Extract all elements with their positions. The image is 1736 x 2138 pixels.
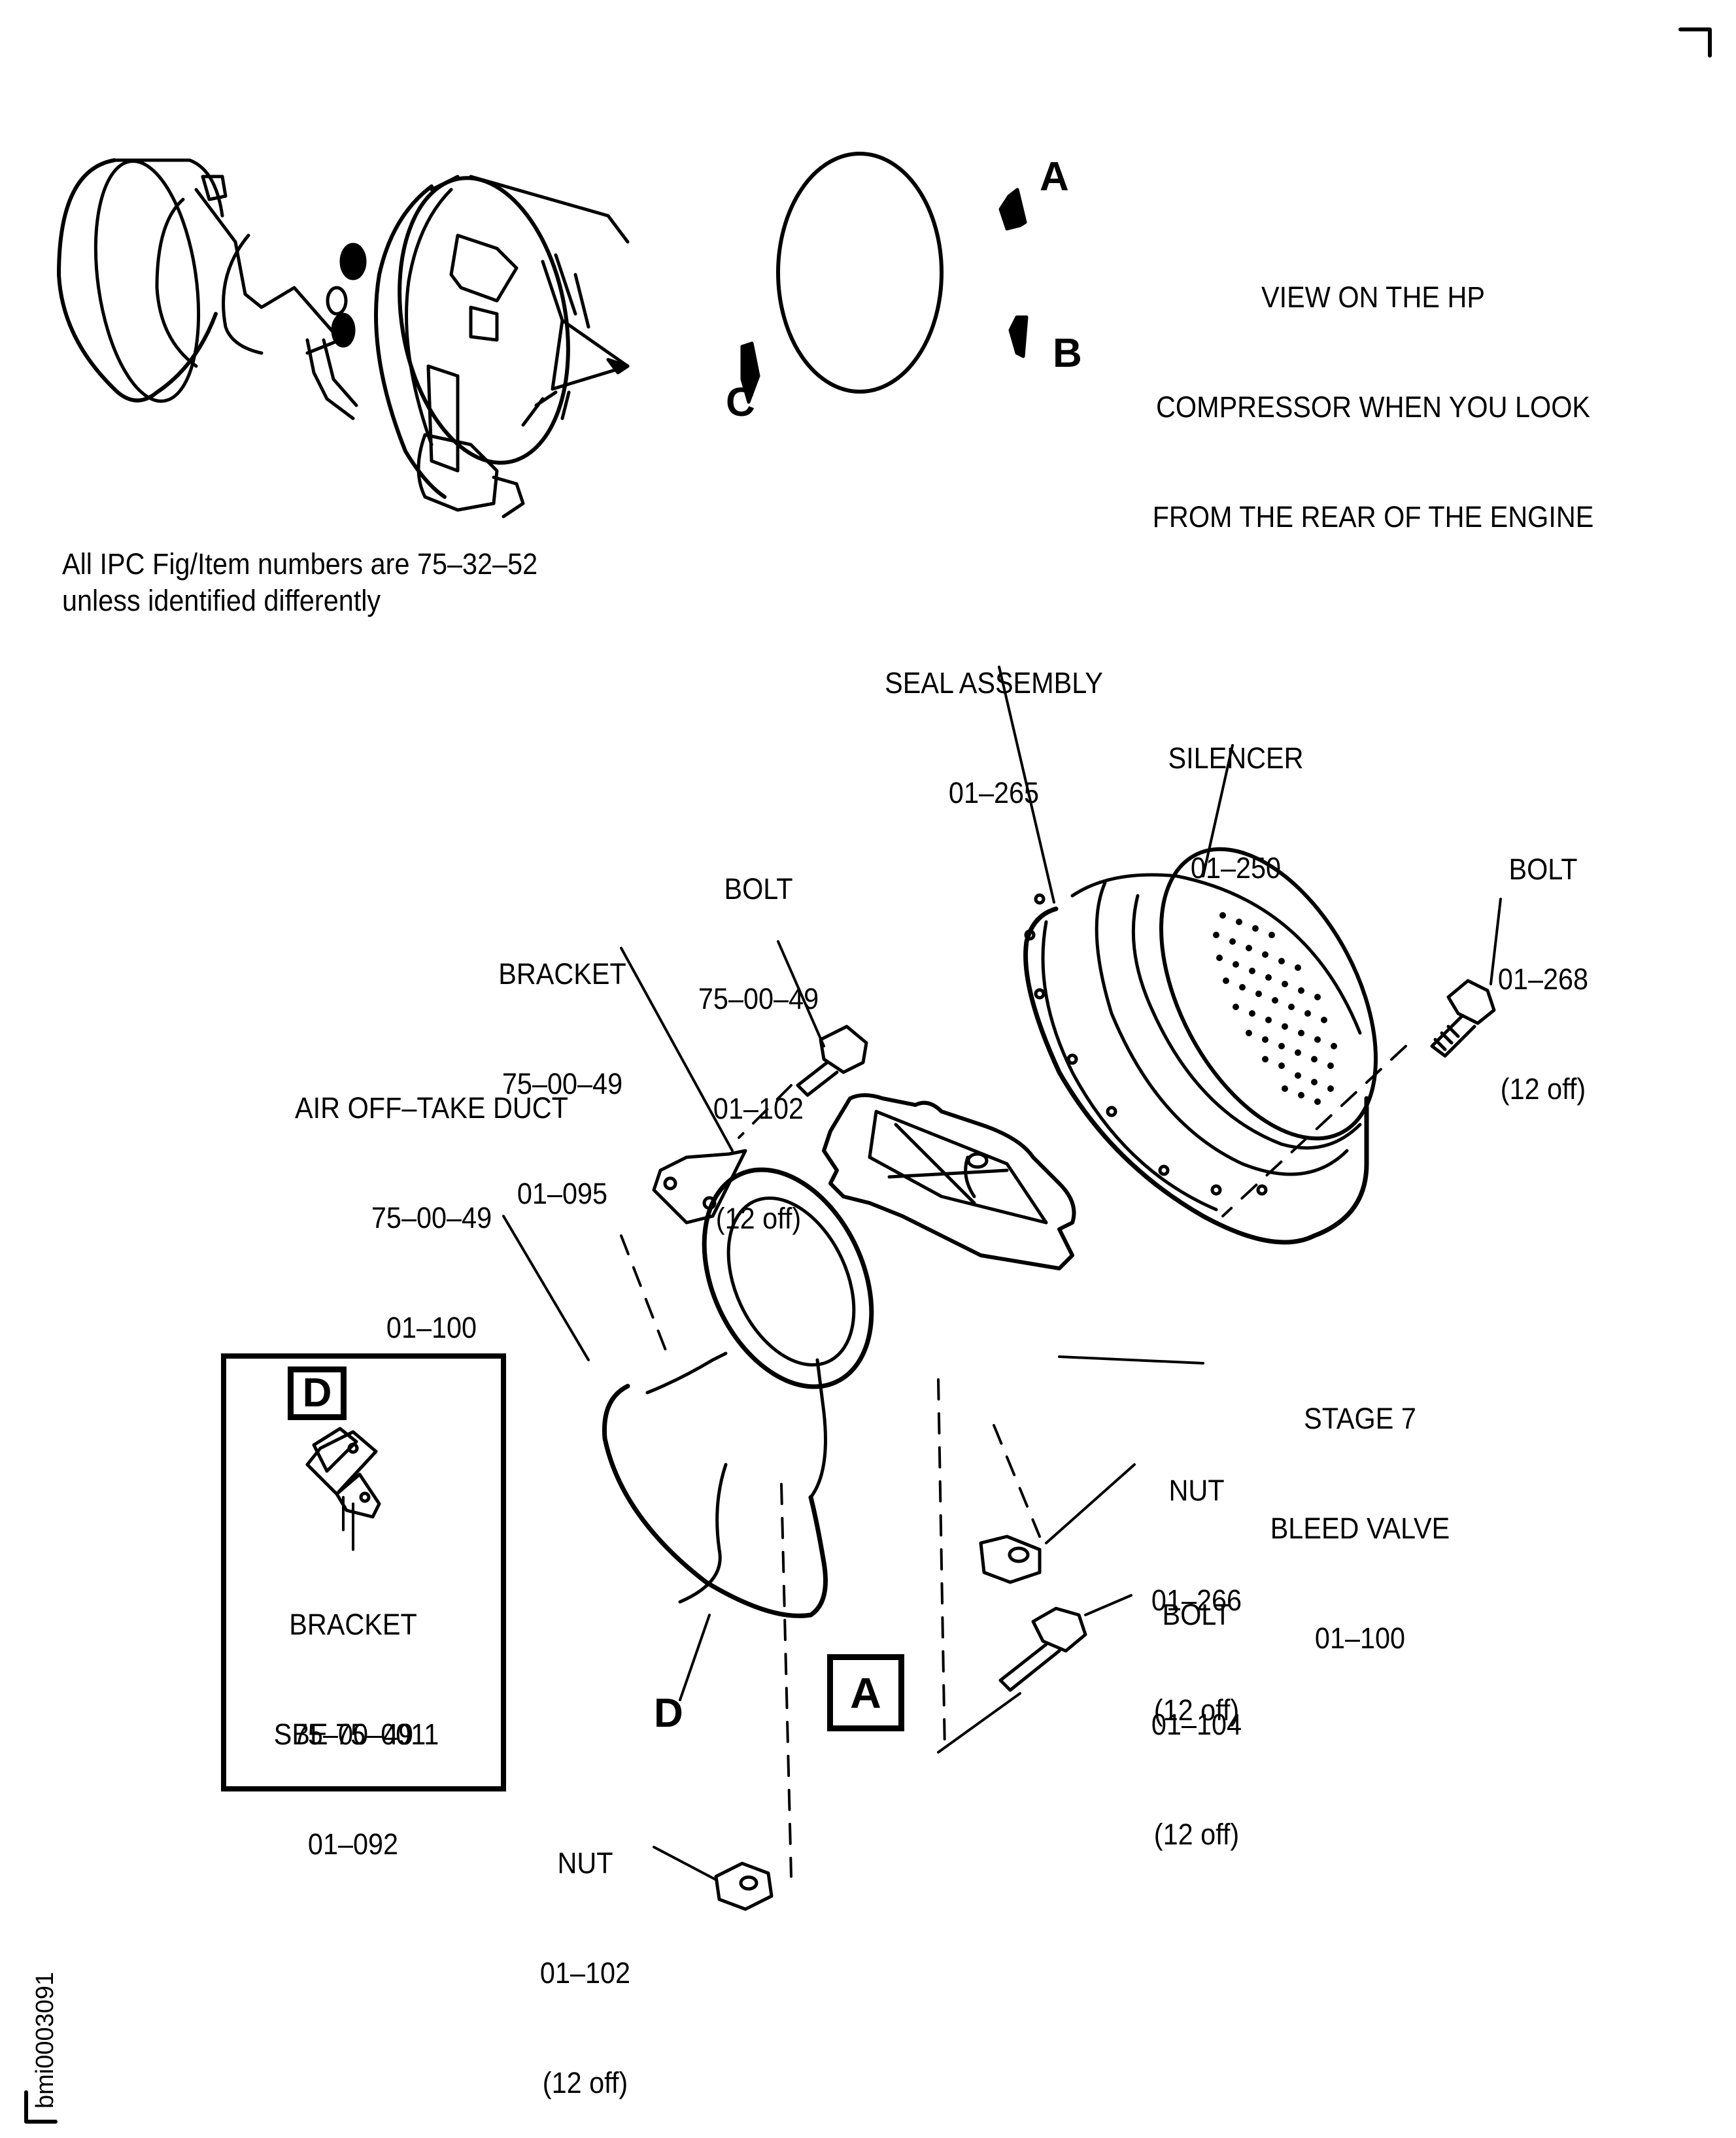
air-offtake-duct-drawing [602, 1167, 874, 1618]
bolt-102-drawing [796, 1025, 868, 1097]
stage7-bleed-valve-drawing [822, 1093, 1076, 1270]
callout-bolt-01-102: BOLT 75–00–49 01–102 (12 off) [698, 872, 819, 1235]
position-marker-c: C [726, 380, 755, 425]
view-caption: VIEW ON THE HP COMPRESSOR WHEN YOU LOOK … [1127, 206, 1620, 572]
corner-mark-top-right [1678, 27, 1712, 58]
bolt-268-drawing [1430, 979, 1496, 1058]
silencer-perforations [1213, 912, 1337, 1105]
detail-d-sbe-reference: SBE 75–0011 [273, 1718, 439, 1751]
callout-nut-01-266: NUT 01–266 (12 off) [1151, 1474, 1242, 1727]
callout-stage7-bleed-valve: STAGE 7 BLEED VALVE 01–100 [1270, 1402, 1450, 1655]
callout-air-offtake-duct: AIR OFF–TAKE DUCT 75–00–49 01–100 [295, 1091, 568, 1344]
ipc-note-line2: unless identified differently [62, 584, 381, 617]
position-marker-b: B [1053, 331, 1082, 376]
view-flag-d-pointer: D [654, 1691, 683, 1736]
callout-nut-01-102: NUT 01–102 (12 off) [539, 1846, 631, 2099]
view-caption-line2: COMPRESSOR WHEN YOU LOOK [1155, 390, 1591, 424]
leader-lines [352, 666, 1502, 1881]
hp-compressor-view-diagram [740, 152, 1029, 404]
nut-102-drawing [714, 1861, 774, 1911]
detail-d-bracket-callout: BRACKET 75–00–49 01–092 [289, 1608, 417, 1861]
detail-d-flag: D [288, 1366, 347, 1420]
alignment-dashes [620, 1045, 1407, 1878]
detail-d-panel [221, 1353, 506, 1791]
callout-bracket-01-095: BRACKET 75–00–49 01–095 [498, 957, 626, 1210]
nut-266-drawing [979, 1535, 1042, 1584]
view-flag-a: A [827, 1654, 904, 1731]
view-caption-line3: FROM THE REAR OF THE ENGINE [1152, 500, 1594, 534]
bracket-095-drawing [652, 1149, 747, 1225]
position-marker-a-shape [998, 188, 1027, 231]
position-marker-b-shape [1008, 315, 1029, 358]
view-caption-line1: VIEW ON THE HP [1261, 280, 1485, 314]
position-marker-c-shape [740, 341, 760, 404]
callout-bolt-01-268: BOLT 01–268 (12 off) [1497, 853, 1589, 1106]
corner-mark-bottom-left [24, 2090, 58, 2124]
callout-seal-assembly: SEAL ASSEMBLY 01–265 [885, 666, 1103, 809]
figure-id: bmi0003091 [31, 1971, 59, 2109]
ipc-note: All IPC Fig/Item numbers are 75–32–52 un… [62, 546, 537, 619]
bolt-104-drawing [998, 1606, 1087, 1692]
ipc-note-line1: All IPC Fig/Item numbers are 75–32–52 [62, 547, 538, 581]
callout-silencer: SILENCER 01–250 [1168, 741, 1304, 885]
detail-d-bracket-drawing [305, 1427, 381, 1531]
position-marker-a: A [1040, 154, 1069, 199]
callout-bolt-01-104: BOLT 01–104 (12 off) [1151, 1598, 1242, 1851]
engine-overview-icon [57, 158, 630, 518]
silencer-assembly-drawing [1023, 847, 1378, 1245]
